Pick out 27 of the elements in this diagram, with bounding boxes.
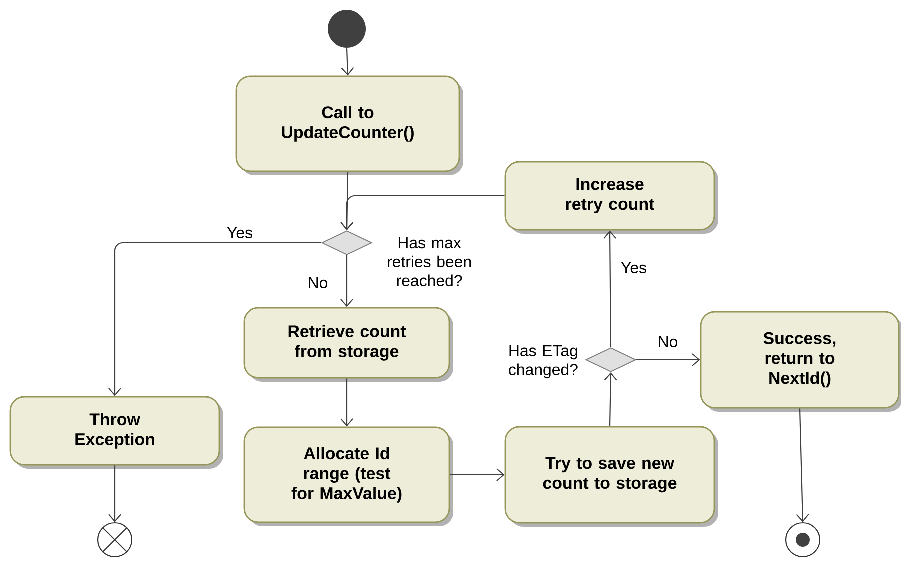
action-box: Success, return to NextId() <box>700 311 901 412</box>
decision-label: Has ETag changed? <box>509 345 578 379</box>
arrow <box>108 242 322 396</box>
edge-label: Yes <box>620 261 648 275</box>
arrow <box>450 468 505 482</box>
edge-label: No <box>306 276 330 290</box>
arrow <box>108 466 122 522</box>
arrow <box>340 256 354 308</box>
arrow <box>340 195 505 230</box>
action-box: Try to save new count to storage <box>504 426 718 527</box>
arrow <box>796 408 810 522</box>
arrow <box>340 378 354 427</box>
action-box: Retrieve count from storage <box>244 307 454 382</box>
arrow <box>604 372 618 426</box>
arrow <box>636 354 700 366</box>
action-box: Call to UpdateCounter() <box>236 76 464 176</box>
decision-label: Has max retries been reached? <box>388 238 472 286</box>
action-box: Increase retry count <box>504 161 718 234</box>
initial-node <box>328 10 366 48</box>
action-box: Allocate Id range (test for MaxValue) <box>244 426 454 526</box>
edge-label: No <box>656 335 680 349</box>
action-box: Throw Exception <box>10 396 224 469</box>
flow-final-node <box>97 522 133 558</box>
arrow <box>341 48 354 76</box>
arrow <box>604 230 616 348</box>
edge-label: Yes <box>226 226 254 240</box>
final-node <box>785 522 821 558</box>
